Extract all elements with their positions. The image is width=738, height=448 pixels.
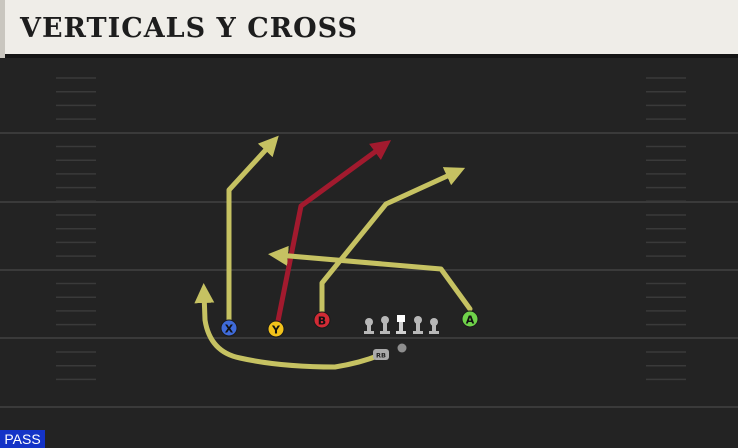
route-a-cross: [268, 245, 473, 312]
running-back-label: RB: [376, 352, 386, 360]
routes: [194, 135, 473, 370]
lineman-center: [396, 315, 406, 334]
hash-marks: [56, 77, 686, 381]
play-type-badge: PASS: [0, 430, 45, 448]
play-diagram: X Y B A RB: [0, 77, 738, 408]
receiver-x[interactable]: X: [220, 319, 238, 337]
title-bar: VERTICALS Y CROSS: [0, 0, 738, 58]
receiver-x-label: X: [225, 323, 234, 336]
lineman-left-tackle: [364, 318, 374, 334]
receiver-b-label: B: [318, 315, 326, 328]
play-field: X Y B A RB: [0, 62, 738, 448]
title-accent: [0, 0, 5, 58]
receiver-y-label: Y: [271, 324, 281, 337]
play-title: VERTICALS Y CROSS: [20, 13, 359, 44]
receiver-b[interactable]: B: [313, 311, 331, 329]
offensive-line: [364, 315, 439, 334]
route-x-go: [226, 135, 279, 327]
route-rb-wheel: [194, 283, 383, 370]
receiver-a[interactable]: A: [461, 310, 479, 328]
receiver-a-label: A: [466, 314, 475, 327]
yard-lines: [0, 132, 738, 408]
lineman-left-guard: [380, 316, 390, 334]
route-b-post: [319, 167, 466, 321]
lineman-right-tackle: [429, 318, 439, 334]
quarterback-marker: [397, 343, 407, 353]
running-back[interactable]: RB: [373, 349, 389, 360]
receiver-y[interactable]: Y: [267, 320, 285, 338]
route-y-post: [274, 140, 392, 329]
lineman-right-guard: [413, 316, 423, 334]
